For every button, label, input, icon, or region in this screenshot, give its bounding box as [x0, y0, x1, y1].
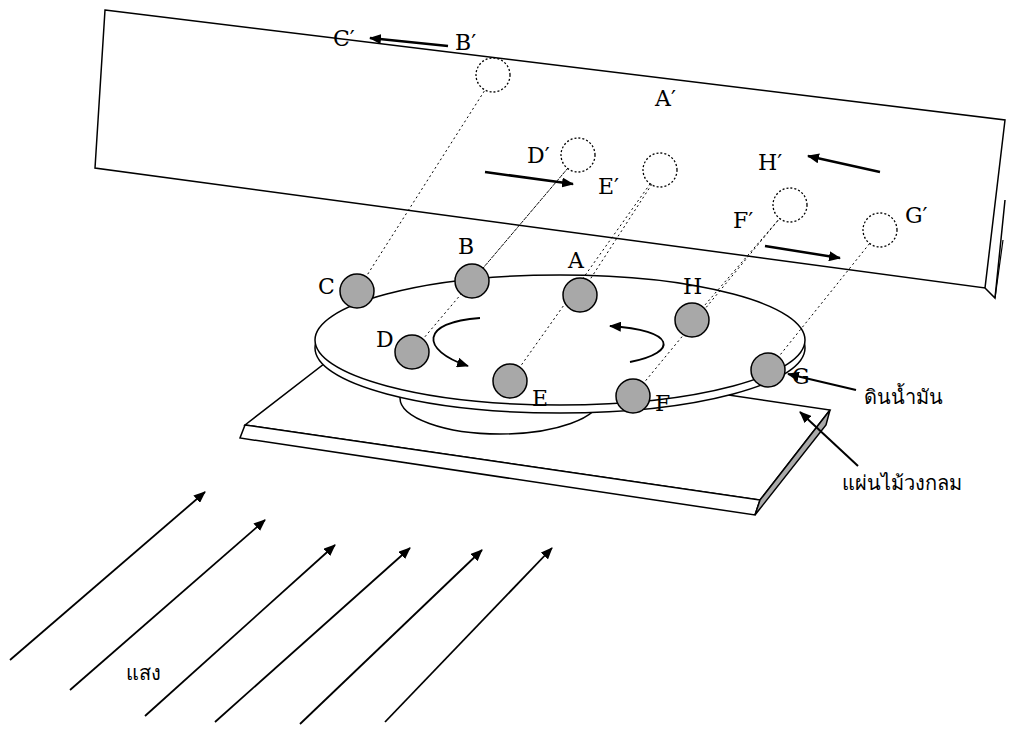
callout-label: ดินน้ำมัน — [862, 384, 945, 410]
motion-arrows — [370, 38, 880, 258]
light-label: แสง — [124, 660, 163, 686]
point-label: F — [655, 391, 670, 417]
callout-label: แผ่นไม้วงกลม — [840, 470, 964, 496]
shadow-circles — [476, 58, 897, 247]
shadow-label: G′ — [905, 203, 928, 229]
callout-arrow — [800, 412, 858, 466]
shadow-label: E′ — [598, 174, 619, 200]
projection-lines — [357, 90, 870, 396]
point-label: B — [458, 234, 474, 260]
shadow-label: B′ — [455, 30, 476, 56]
screen-stand — [985, 200, 1005, 298]
rotation-arrow — [433, 318, 480, 366]
point-label: A — [568, 248, 584, 274]
screen — [95, 10, 1005, 288]
light-rays — [10, 492, 552, 724]
clay-balls — [340, 264, 785, 413]
shadow-label: D′ — [527, 143, 550, 169]
shadow-label: F′ — [733, 208, 753, 234]
rotation-arrow — [610, 326, 664, 362]
shadow-label: H′ — [758, 150, 782, 176]
point-label: G — [792, 364, 810, 390]
shadow-label: A′ — [655, 86, 676, 112]
point-label: C — [318, 274, 335, 300]
screen-stand — [995, 240, 1003, 298]
wooden-disc — [315, 275, 805, 405]
base-board — [755, 410, 830, 515]
point-label: D — [376, 327, 394, 353]
base-board — [240, 425, 760, 515]
shadow-label: C′ — [333, 26, 355, 52]
point-label: E — [532, 386, 548, 412]
point-label: H — [683, 274, 702, 300]
